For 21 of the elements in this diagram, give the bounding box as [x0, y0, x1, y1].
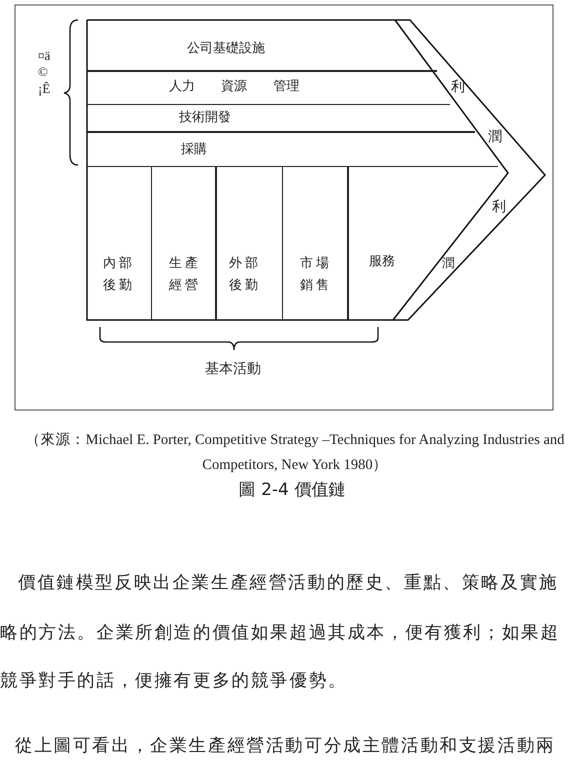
- margin-label: 潤: [442, 255, 455, 272]
- activity-label: 服務: [369, 253, 395, 271]
- activity-label: 外部後勤: [229, 255, 262, 296]
- body-text: 從上圖可看出，企業生產經營活動可分成主體活動和支援活動兩: [15, 735, 556, 757]
- body-text: 價值鏈模型反映出企業生產經營活動的歷史、重點、策略及實施: [18, 572, 558, 594]
- margin-label: 利: [492, 198, 506, 216]
- activity-label: 人力 資源 管理: [169, 78, 300, 96]
- margin-label: 利: [451, 78, 465, 96]
- figure-caption: 圖 2-4 價值鏈: [238, 479, 346, 501]
- source-note: （來源：Michael E. Porter, Competitive Strategy –Techniques for Analyzing Industries and Competitors, New York 1980）: [24, 431, 566, 476]
- body-text: 競爭對手的話，便擁有更多的競爭優勢。: [0, 670, 348, 692]
- activity-label: 採購: [181, 141, 207, 159]
- activity-label: 生產經營: [169, 255, 202, 296]
- support-activities-label: ¤ä©¡Ê: [38, 48, 51, 97]
- activity-label: 公司基礎設施: [187, 40, 265, 58]
- body-text: 略的方法。企業所創造的價值如果超過其成本，便有獲利；如果超: [0, 622, 560, 644]
- activity-label: 技術開發: [179, 109, 231, 127]
- primary-activities-label: 基本活動: [205, 360, 261, 378]
- activity-label: 內部後勤: [103, 255, 136, 296]
- activity-label: 市場銷售: [300, 255, 333, 296]
- margin-label: 潤: [488, 128, 502, 146]
